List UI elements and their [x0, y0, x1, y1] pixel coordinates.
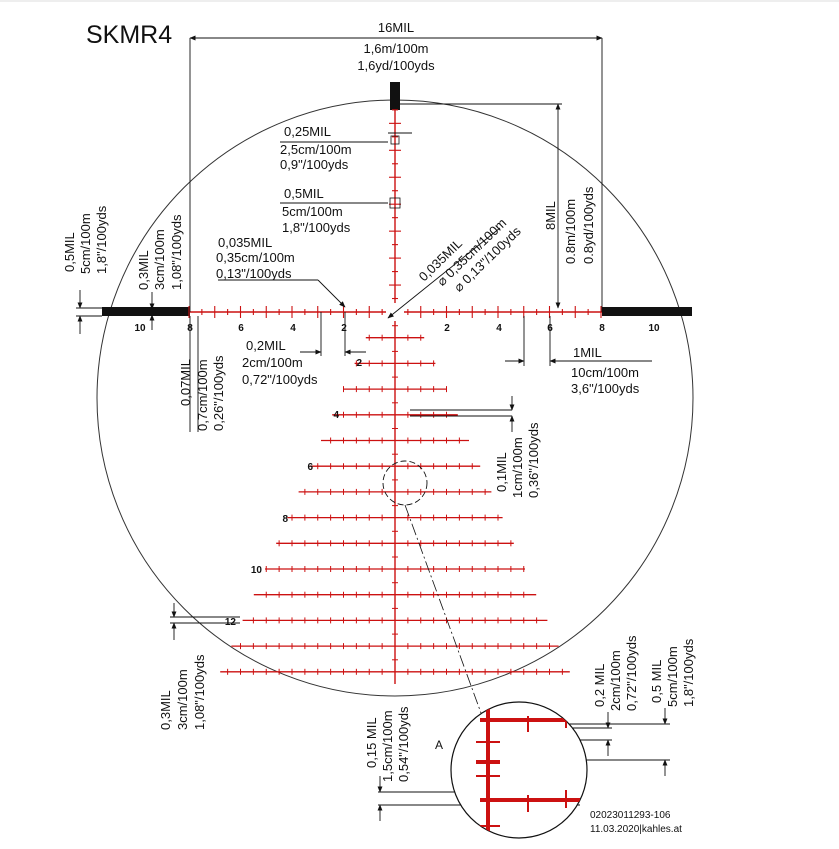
svg-text:0,07MIL: 0,07MIL — [178, 359, 193, 406]
hnum-left-10: 10 — [134, 323, 146, 334]
detail-box — [389, 197, 401, 209]
reticle-lines — [188, 109, 602, 684]
svg-text:2cm/100m: 2cm/100m — [242, 355, 303, 370]
top-dim-line3: 1,6yd/100yds — [357, 58, 435, 73]
label-8mil: 8MIL 0.8m/100m 0.8yd/100yds — [543, 186, 596, 264]
hnum-left-8: 8 — [187, 323, 193, 334]
top-dim-line2: 1,6m/100m — [363, 41, 428, 56]
label-0035mil-left: 0,035MIL 0,35cm/100m 0,13"/100yds — [216, 235, 295, 281]
outer-thick-bars — [102, 82, 692, 316]
hnum-left-4: 4 — [290, 323, 296, 334]
detail-circle-a — [450, 701, 588, 839]
svg-text:0,3MIL: 0,3MIL — [158, 690, 173, 730]
reticle-title: SKMR4 — [86, 21, 172, 49]
label-left-03mil: 0,3MIL 3cm/100m 1,08"/100yds — [136, 214, 184, 290]
footer-credit: 11.03.2020|kahles.at — [590, 824, 682, 835]
svg-text:0,5MIL: 0,5MIL — [62, 232, 77, 272]
svg-text:0,13"/100yds: 0,13"/100yds — [216, 266, 292, 281]
hnum-left-6: 6 — [238, 323, 244, 334]
svg-text:1,8"/100yds: 1,8"/100yds — [681, 638, 696, 707]
top-thick-bar — [390, 82, 400, 110]
svg-text:1,8"/100yds: 1,8"/100yds — [94, 205, 109, 274]
svg-text:0.8yd/100yds: 0.8yd/100yds — [581, 186, 596, 264]
svg-text:8MIL: 8MIL — [543, 201, 558, 230]
svg-text:0,25MIL: 0,25MIL — [284, 124, 331, 139]
hnum-right-8: 8 — [599, 323, 605, 334]
svg-text:1,08"/100yds: 1,08"/100yds — [169, 214, 184, 290]
vnum-10: 10 — [251, 565, 263, 576]
hnum-left-2: 2 — [341, 323, 347, 334]
detail-callout: A — [382, 460, 588, 839]
svg-text:2cm/100m: 2cm/100m — [608, 650, 623, 711]
svg-text:0,72"/100yds: 0,72"/100yds — [624, 635, 639, 711]
horizontal-scale-numbers: 10 8 6 4 2 2 4 6 8 10 — [134, 323, 660, 334]
detail-box — [390, 135, 400, 145]
label-05mil: 0,5MIL 5cm/100m 1,8"/100yds — [282, 186, 351, 235]
drawing-number: 02023011293-106 — [590, 810, 671, 821]
label-1mil: 1MIL 10cm/100m 3,6"/100yds — [571, 345, 640, 396]
label-0035mil-diagonal: 0,035MIL ⌀ 0,35cm/100m ⌀ 0,13"/100yds — [416, 215, 524, 294]
label-007mil: 0,07MIL 0,7cm/100m 0,26"/100yds — [178, 355, 226, 431]
svg-text:0,2 MIL: 0,2 MIL — [592, 664, 607, 707]
label-left-05mil: 0,5MIL 5cm/100m 1,8"/100yds — [62, 205, 109, 274]
hnum-right-4: 4 — [496, 323, 502, 334]
vnum-6: 6 — [307, 462, 313, 473]
top-dim-text: 16MIL 1,6m/100m 1,6yd/100yds — [357, 20, 435, 73]
left-thick-bar — [102, 307, 190, 316]
svg-text:5cm/100m: 5cm/100m — [282, 204, 343, 219]
svg-text:5cm/100m: 5cm/100m — [78, 213, 93, 274]
svg-text:0,3MIL: 0,3MIL — [136, 250, 151, 290]
svg-text:2,5cm/100m: 2,5cm/100m — [280, 142, 352, 157]
vnum-8: 8 — [282, 514, 288, 525]
svg-text:1MIL: 1MIL — [573, 345, 602, 360]
vnum-2: 2 — [356, 358, 362, 369]
svg-text:5cm/100m: 5cm/100m — [665, 646, 680, 707]
svg-text:0,5 MIL: 0,5 MIL — [649, 660, 664, 703]
right-thick-bar — [602, 307, 692, 316]
svg-text:0,035MIL: 0,035MIL — [218, 235, 272, 250]
svg-text:3cm/100m: 3cm/100m — [152, 229, 167, 290]
detail-marker-label: A — [435, 738, 443, 752]
svg-text:0,35cm/100m: 0,35cm/100m — [216, 250, 295, 265]
svg-text:3,6"/100yds: 3,6"/100yds — [571, 381, 640, 396]
label-05mil-right: 0,5 MIL 5cm/100m 1,8"/100yds — [649, 638, 696, 707]
svg-text:0,54"/100yds: 0,54"/100yds — [396, 706, 411, 782]
svg-text:0,72"/100yds: 0,72"/100yds — [242, 372, 318, 387]
label-02mil: 0,2MIL 2cm/100m 0,72"/100yds — [242, 338, 318, 387]
svg-text:1cm/100m: 1cm/100m — [510, 437, 525, 498]
label-025mil: 0,25MIL 2,5cm/100m 0,9"/100yds — [280, 124, 352, 172]
top-dim-line1: 16MIL — [378, 20, 414, 35]
hnum-right-6: 6 — [547, 323, 553, 334]
vnum-4: 4 — [333, 410, 339, 421]
svg-text:0,5MIL: 0,5MIL — [284, 186, 324, 201]
label-03mil-bottom: 0,3MIL 3cm/100m 1,08"/100yds — [158, 654, 207, 730]
label-01mil: 0,1MIL 1cm/100m 0,36"/100yds — [494, 422, 541, 498]
svg-text:0,7cm/100m: 0,7cm/100m — [195, 359, 210, 431]
svg-text:0,36"/100yds: 0,36"/100yds — [526, 422, 541, 498]
svg-text:0,1MIL: 0,1MIL — [494, 452, 509, 492]
label-015mil: 0,15 MIL 1,5cm/100m 0,54"/100yds — [364, 706, 411, 782]
svg-text:10cm/100m: 10cm/100m — [571, 365, 639, 380]
vnum-12: 12 — [225, 617, 237, 628]
vertical-scale-numbers: 2 4 6 8 10 12 — [225, 358, 363, 628]
svg-text:1,08"/100yds: 1,08"/100yds — [192, 654, 207, 730]
svg-text:0,9"/100yds: 0,9"/100yds — [280, 157, 349, 172]
svg-text:0.8m/100m: 0.8m/100m — [563, 199, 578, 264]
svg-text:0,26"/100yds: 0,26"/100yds — [211, 355, 226, 431]
hnum-right-10: 10 — [648, 323, 660, 334]
svg-text:0,15 MIL: 0,15 MIL — [364, 717, 379, 768]
svg-text:1,5cm/100m: 1,5cm/100m — [380, 710, 395, 782]
svg-text:1,8"/100yds: 1,8"/100yds — [282, 220, 351, 235]
svg-text:3cm/100m: 3cm/100m — [175, 669, 190, 730]
label-02mil-right: 0,2 MIL 2cm/100m 0,72"/100yds — [592, 635, 639, 711]
detail-leader — [404, 504, 482, 714]
svg-text:0,2MIL: 0,2MIL — [246, 338, 286, 353]
hnum-right-2: 2 — [444, 323, 450, 334]
detail-source-circle — [382, 460, 428, 506]
